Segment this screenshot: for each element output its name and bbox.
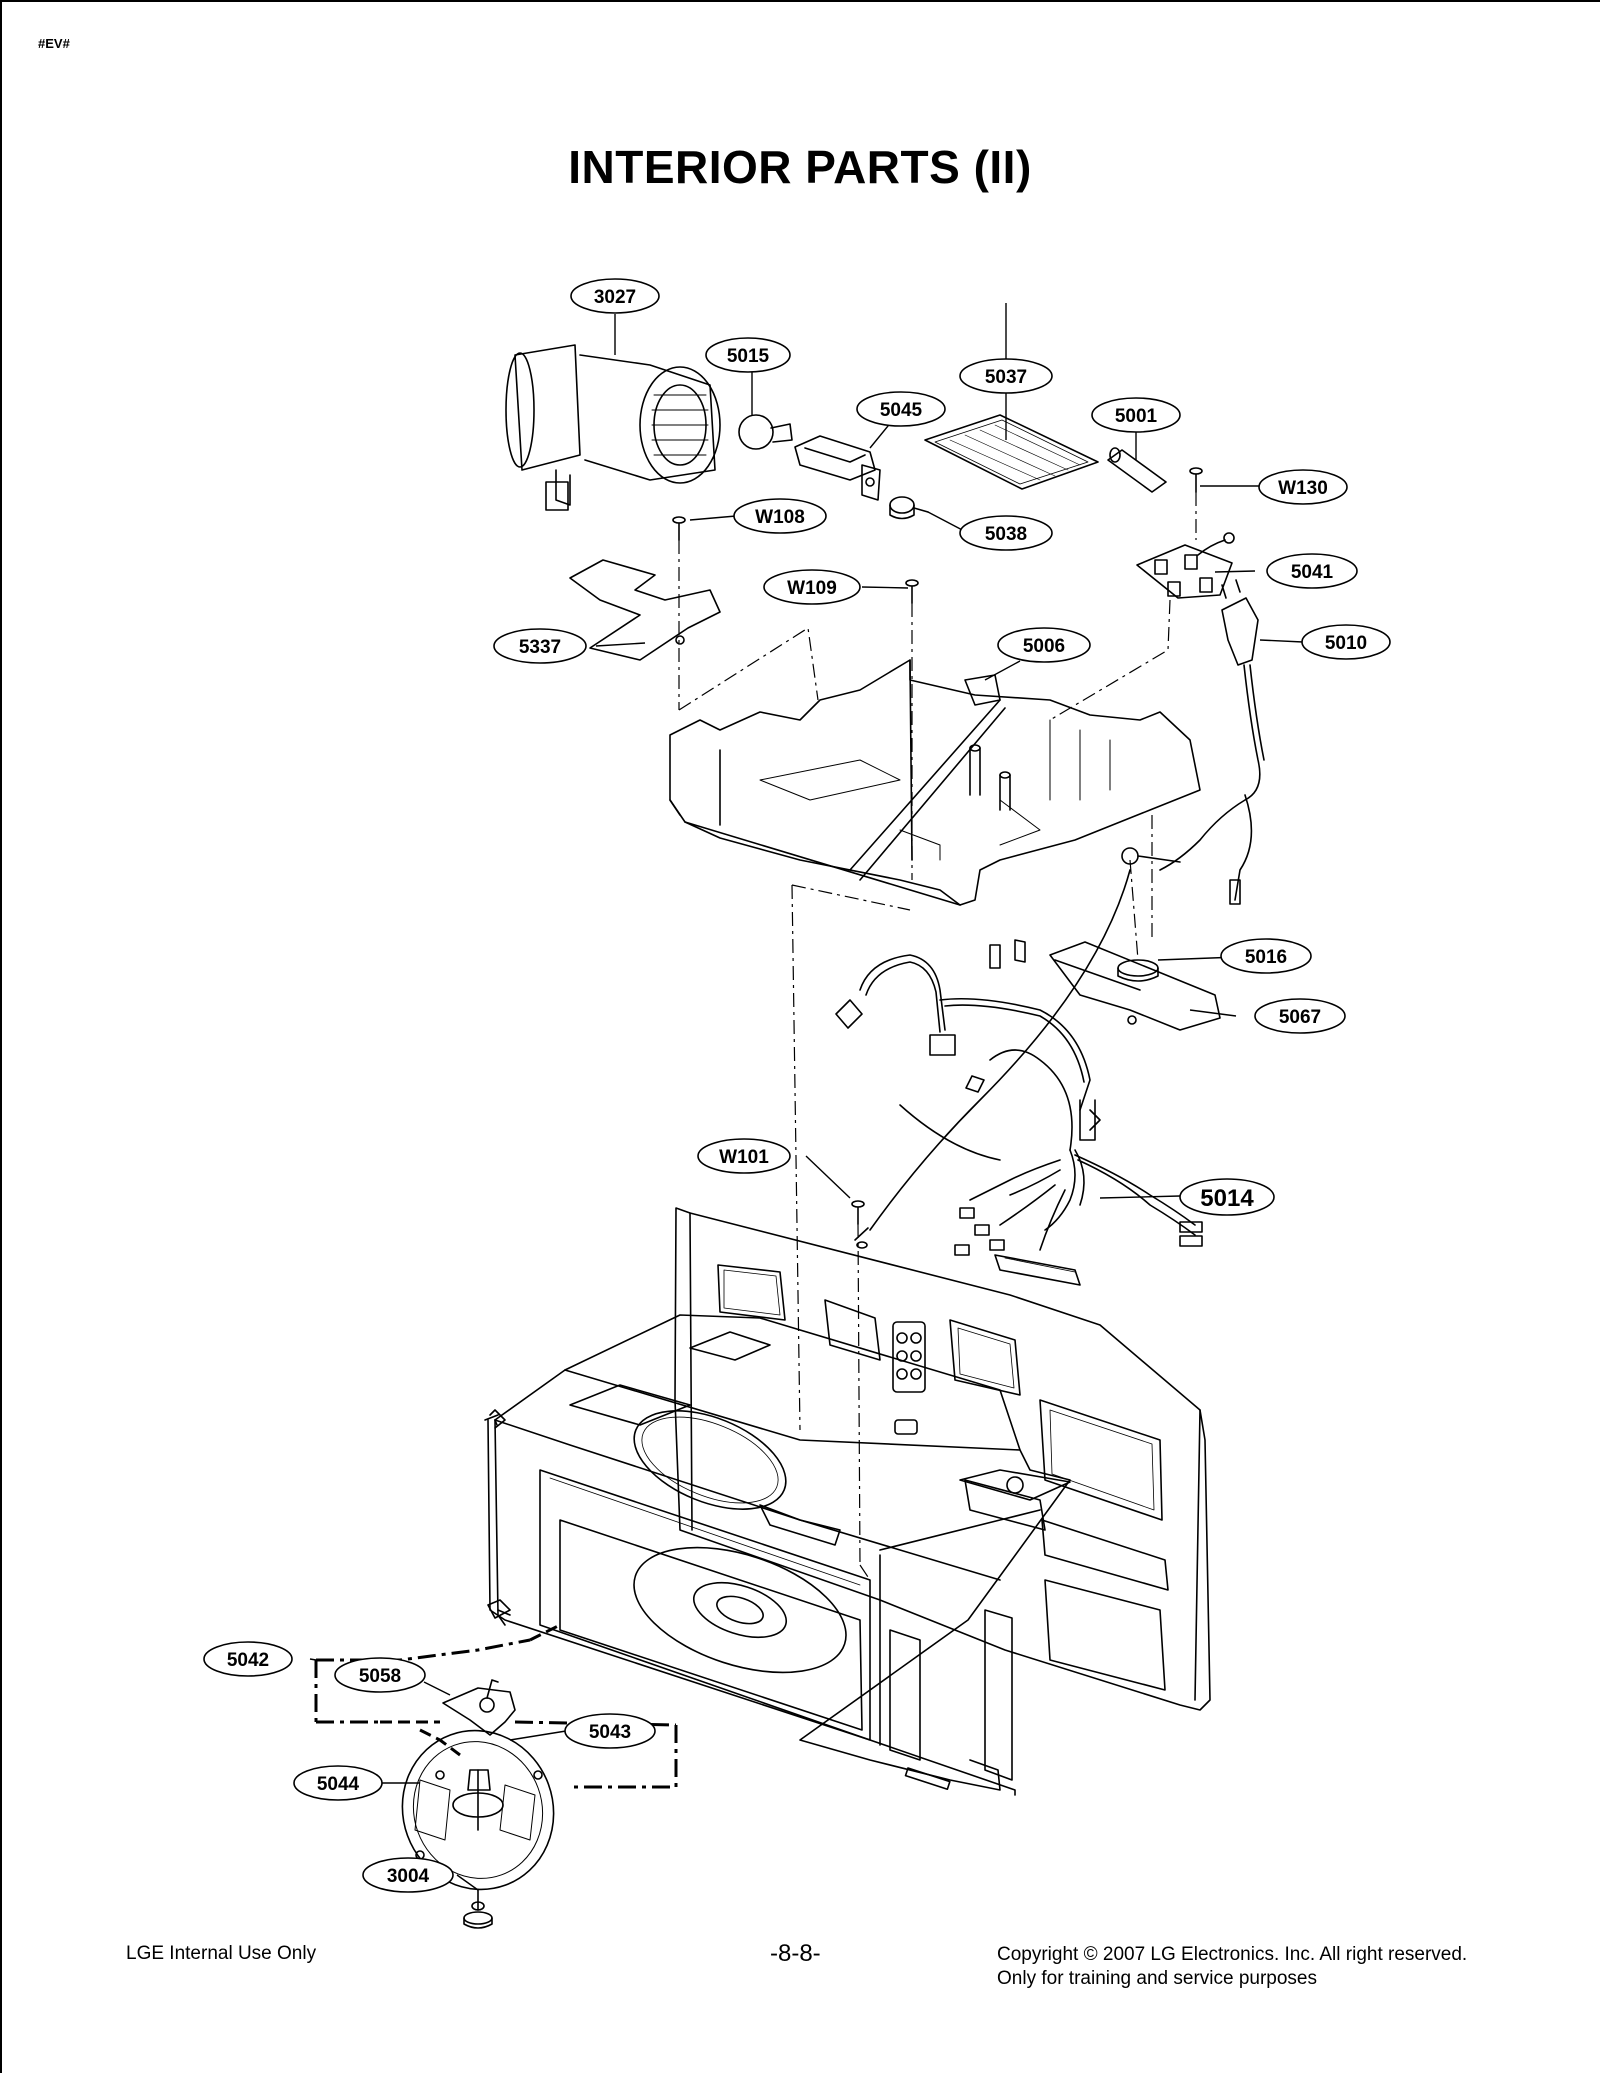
oven-cavity-part — [484, 1207, 1211, 1796]
callout-5044: 5044 — [293, 1765, 383, 1801]
svg-text:5015: 5015 — [727, 346, 770, 367]
callout-5042: 5042 — [203, 1641, 293, 1677]
svg-text:W101: W101 — [719, 1147, 769, 1168]
fan-motor-part — [505, 344, 721, 511]
svg-text:W108: W108 — [755, 507, 805, 528]
footer-copyright: Copyright © 2007 LG Electronics. Inc. Al… — [997, 1943, 1467, 1991]
svg-text:5038: 5038 — [985, 524, 1027, 545]
thermostat-bracket-part — [1049, 847, 1221, 1031]
footer-copyright-line1: Copyright © 2007 LG Electronics. Inc. Al… — [997, 1944, 1468, 1965]
svg-text:5041: 5041 — [1291, 562, 1334, 583]
svg-text:5042: 5042 — [227, 1650, 269, 1671]
svg-text:3004: 3004 — [387, 1866, 430, 1887]
svg-text:5043: 5043 — [589, 1722, 631, 1743]
callout-W130: W130 — [1258, 469, 1348, 505]
screw-w108 — [672, 516, 686, 541]
svg-text:5001: 5001 — [1115, 406, 1158, 427]
callout-3004: 3004 — [362, 1857, 454, 1893]
callout-5037: 5037 — [959, 358, 1053, 394]
footer-copyright-line2: Only for training and service purposes — [997, 1968, 1317, 1989]
footer-internal-note: LGE Internal Use Only — [126, 1943, 317, 1964]
svg-text:W109: W109 — [787, 578, 837, 599]
air-guide-part — [669, 659, 1201, 906]
callouts: 3027 5015 5037 5045 5001 W130 W108 5038 … — [203, 278, 1391, 1893]
callout-5001: 5001 — [1091, 397, 1181, 433]
svg-text:W130: W130 — [1278, 478, 1328, 499]
callout-5014: 5014 — [1179, 1178, 1275, 1216]
svg-text:5010: 5010 — [1325, 633, 1367, 654]
svg-text:5045: 5045 — [880, 400, 923, 421]
callout-5067: 5067 — [1254, 998, 1346, 1034]
power-cord-part — [1159, 579, 1265, 905]
callout-5045: 5045 — [856, 391, 946, 427]
page-title: INTERIOR PARTS (II) — [568, 141, 1032, 193]
callout-W108: W108 — [733, 498, 827, 534]
callout-5337: 5337 — [493, 628, 587, 664]
callout-3027: 3027 — [570, 278, 660, 314]
turntable-motor-assembly — [401, 1679, 555, 1929]
screw-w109 — [905, 579, 919, 604]
callout-5006: 5006 — [997, 627, 1091, 663]
svg-text:5044: 5044 — [317, 1774, 360, 1795]
lamp-part — [738, 414, 793, 450]
lamp-socket-part — [794, 435, 881, 501]
callout-W109: W109 — [763, 569, 861, 605]
svg-text:5006: 5006 — [1023, 636, 1065, 657]
svg-text:5067: 5067 — [1279, 1007, 1321, 1028]
thermostat-upper-part — [889, 496, 929, 520]
fuse-part — [1107, 447, 1167, 493]
callout-5016: 5016 — [1220, 938, 1312, 974]
noise-filter-part — [1136, 532, 1235, 599]
screw-w130 — [1189, 467, 1203, 493]
callout-5041: 5041 — [1266, 553, 1358, 589]
callout-5038: 5038 — [959, 515, 1053, 551]
filter-part — [924, 414, 1099, 490]
callout-5058: 5058 — [334, 1657, 426, 1693]
screw-w101 — [851, 1200, 868, 1249]
svg-text:5037: 5037 — [985, 367, 1027, 388]
callout-5043: 5043 — [564, 1713, 656, 1749]
turntable-group-outline — [314, 1623, 678, 1789]
mounting-plate-part — [569, 559, 721, 661]
svg-text:5337: 5337 — [519, 637, 561, 658]
svg-text:3027: 3027 — [594, 287, 636, 308]
assembly-guide-lines — [678, 492, 1197, 1581]
svg-text:5058: 5058 — [359, 1666, 401, 1687]
svg-text:5014: 5014 — [1200, 1185, 1254, 1212]
callout-5015: 5015 — [705, 337, 791, 373]
corner-tag: #EV# — [38, 36, 70, 51]
callout-5010: 5010 — [1301, 624, 1391, 660]
svg-text:5016: 5016 — [1245, 947, 1287, 968]
footer-page-number: -8-8- — [770, 1940, 821, 1967]
wire-harness-part — [835, 869, 1203, 1286]
callout-W101: W101 — [697, 1138, 791, 1174]
